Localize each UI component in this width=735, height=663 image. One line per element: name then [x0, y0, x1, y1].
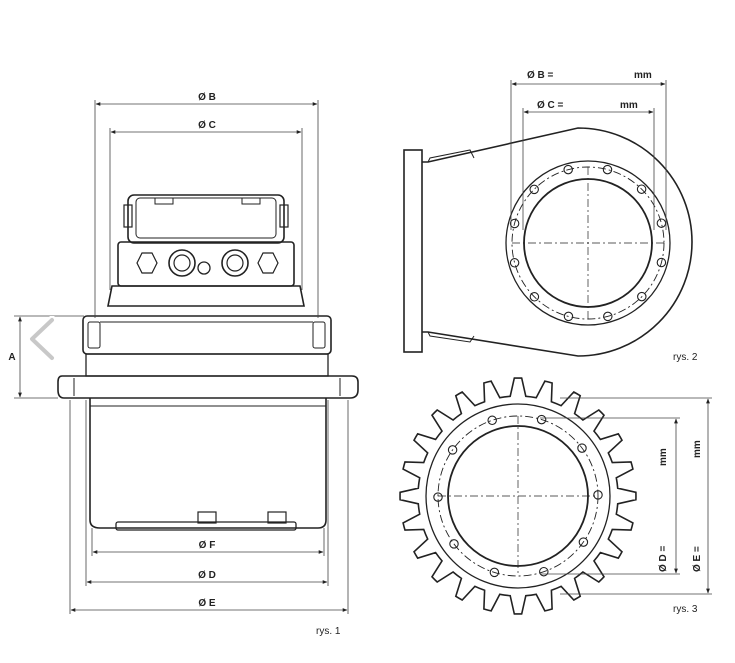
fig3-label-e: Ø E =: [692, 546, 703, 572]
fig2-label-b: Ø B =: [527, 70, 554, 81]
bolt-hole: [563, 311, 574, 322]
bolt-hole: [656, 257, 667, 268]
figure-3-dimensions: [540, 397, 712, 595]
figure-2-flange-view: [403, 127, 693, 357]
bolt-hole: [603, 311, 613, 322]
sprocket-hub-ring: [425, 403, 611, 589]
port-center: [197, 261, 211, 275]
fig1-label-f: Ø F: [199, 540, 216, 551]
bolt-hole: [637, 291, 647, 302]
bolt-hole: [577, 443, 587, 453]
sprocket-bolt-circle: [437, 415, 599, 577]
sprocket-flange: [57, 375, 359, 399]
port-left: [168, 249, 196, 277]
bolt-hole: [636, 184, 647, 194]
hex-plug-right: [257, 252, 279, 274]
port-right: [221, 249, 249, 277]
bolt-hole: [509, 218, 520, 229]
fig1-caption: rys. 1: [316, 626, 341, 637]
bolt-hole: [487, 415, 497, 426]
motor-top-block: [127, 194, 285, 244]
figure-1-side-view: [57, 194, 359, 531]
figure-1-dimensions: [14, 100, 349, 614]
fig2-caption: rys. 2: [673, 352, 698, 363]
bolt-hole: [489, 567, 500, 578]
bolt-hole: [602, 164, 613, 175]
bolt-hole: [536, 414, 547, 425]
hex-plug-left: [136, 252, 158, 274]
fig2-label-c: Ø C =: [537, 100, 564, 111]
motor-housing: [422, 127, 693, 357]
motor-flange: [107, 285, 305, 307]
fig2-unit-b: mm: [634, 70, 652, 81]
bolt-hole: [447, 445, 458, 455]
figure-2-dimensions: [510, 80, 667, 230]
chevron-left-icon[interactable]: [24, 315, 58, 363]
bolt-hole: [539, 566, 549, 577]
bolt-hole: [593, 490, 603, 500]
bolt-hole: [529, 292, 540, 302]
fig2-unit-c: mm: [620, 100, 638, 111]
end-plate: [403, 149, 423, 353]
sprocket-teeth: [399, 377, 637, 615]
bolt-hole: [509, 258, 520, 268]
drain-plug-right: [267, 511, 287, 524]
bolt-hole: [656, 218, 667, 228]
fig1-label-c: Ø C: [198, 120, 216, 131]
flange-ring-outer: [505, 160, 671, 326]
bolt-hole: [578, 537, 589, 547]
valve-block: [117, 241, 295, 287]
fig1-label-e: Ø E: [198, 598, 216, 609]
fig3-label-d: Ø D =: [658, 545, 669, 572]
fig3-unit-e: mm: [692, 440, 703, 458]
gear-drum: [89, 398, 327, 529]
fig3-unit-d: mm: [658, 448, 669, 466]
cover-plate: [115, 521, 297, 531]
bolt-hole: [433, 492, 443, 502]
fig3-caption: rys. 3: [673, 604, 698, 615]
figure-3-sprocket-view: [399, 377, 637, 615]
drain-plug-left: [197, 511, 217, 524]
fig1-label-d: Ø D: [198, 570, 216, 581]
bolt-hole: [563, 164, 573, 175]
bolt-hole: [529, 184, 539, 195]
fig1-label-b: Ø B: [198, 92, 216, 103]
bolt-hole: [449, 539, 459, 549]
fig1-label-a: A: [8, 352, 15, 363]
